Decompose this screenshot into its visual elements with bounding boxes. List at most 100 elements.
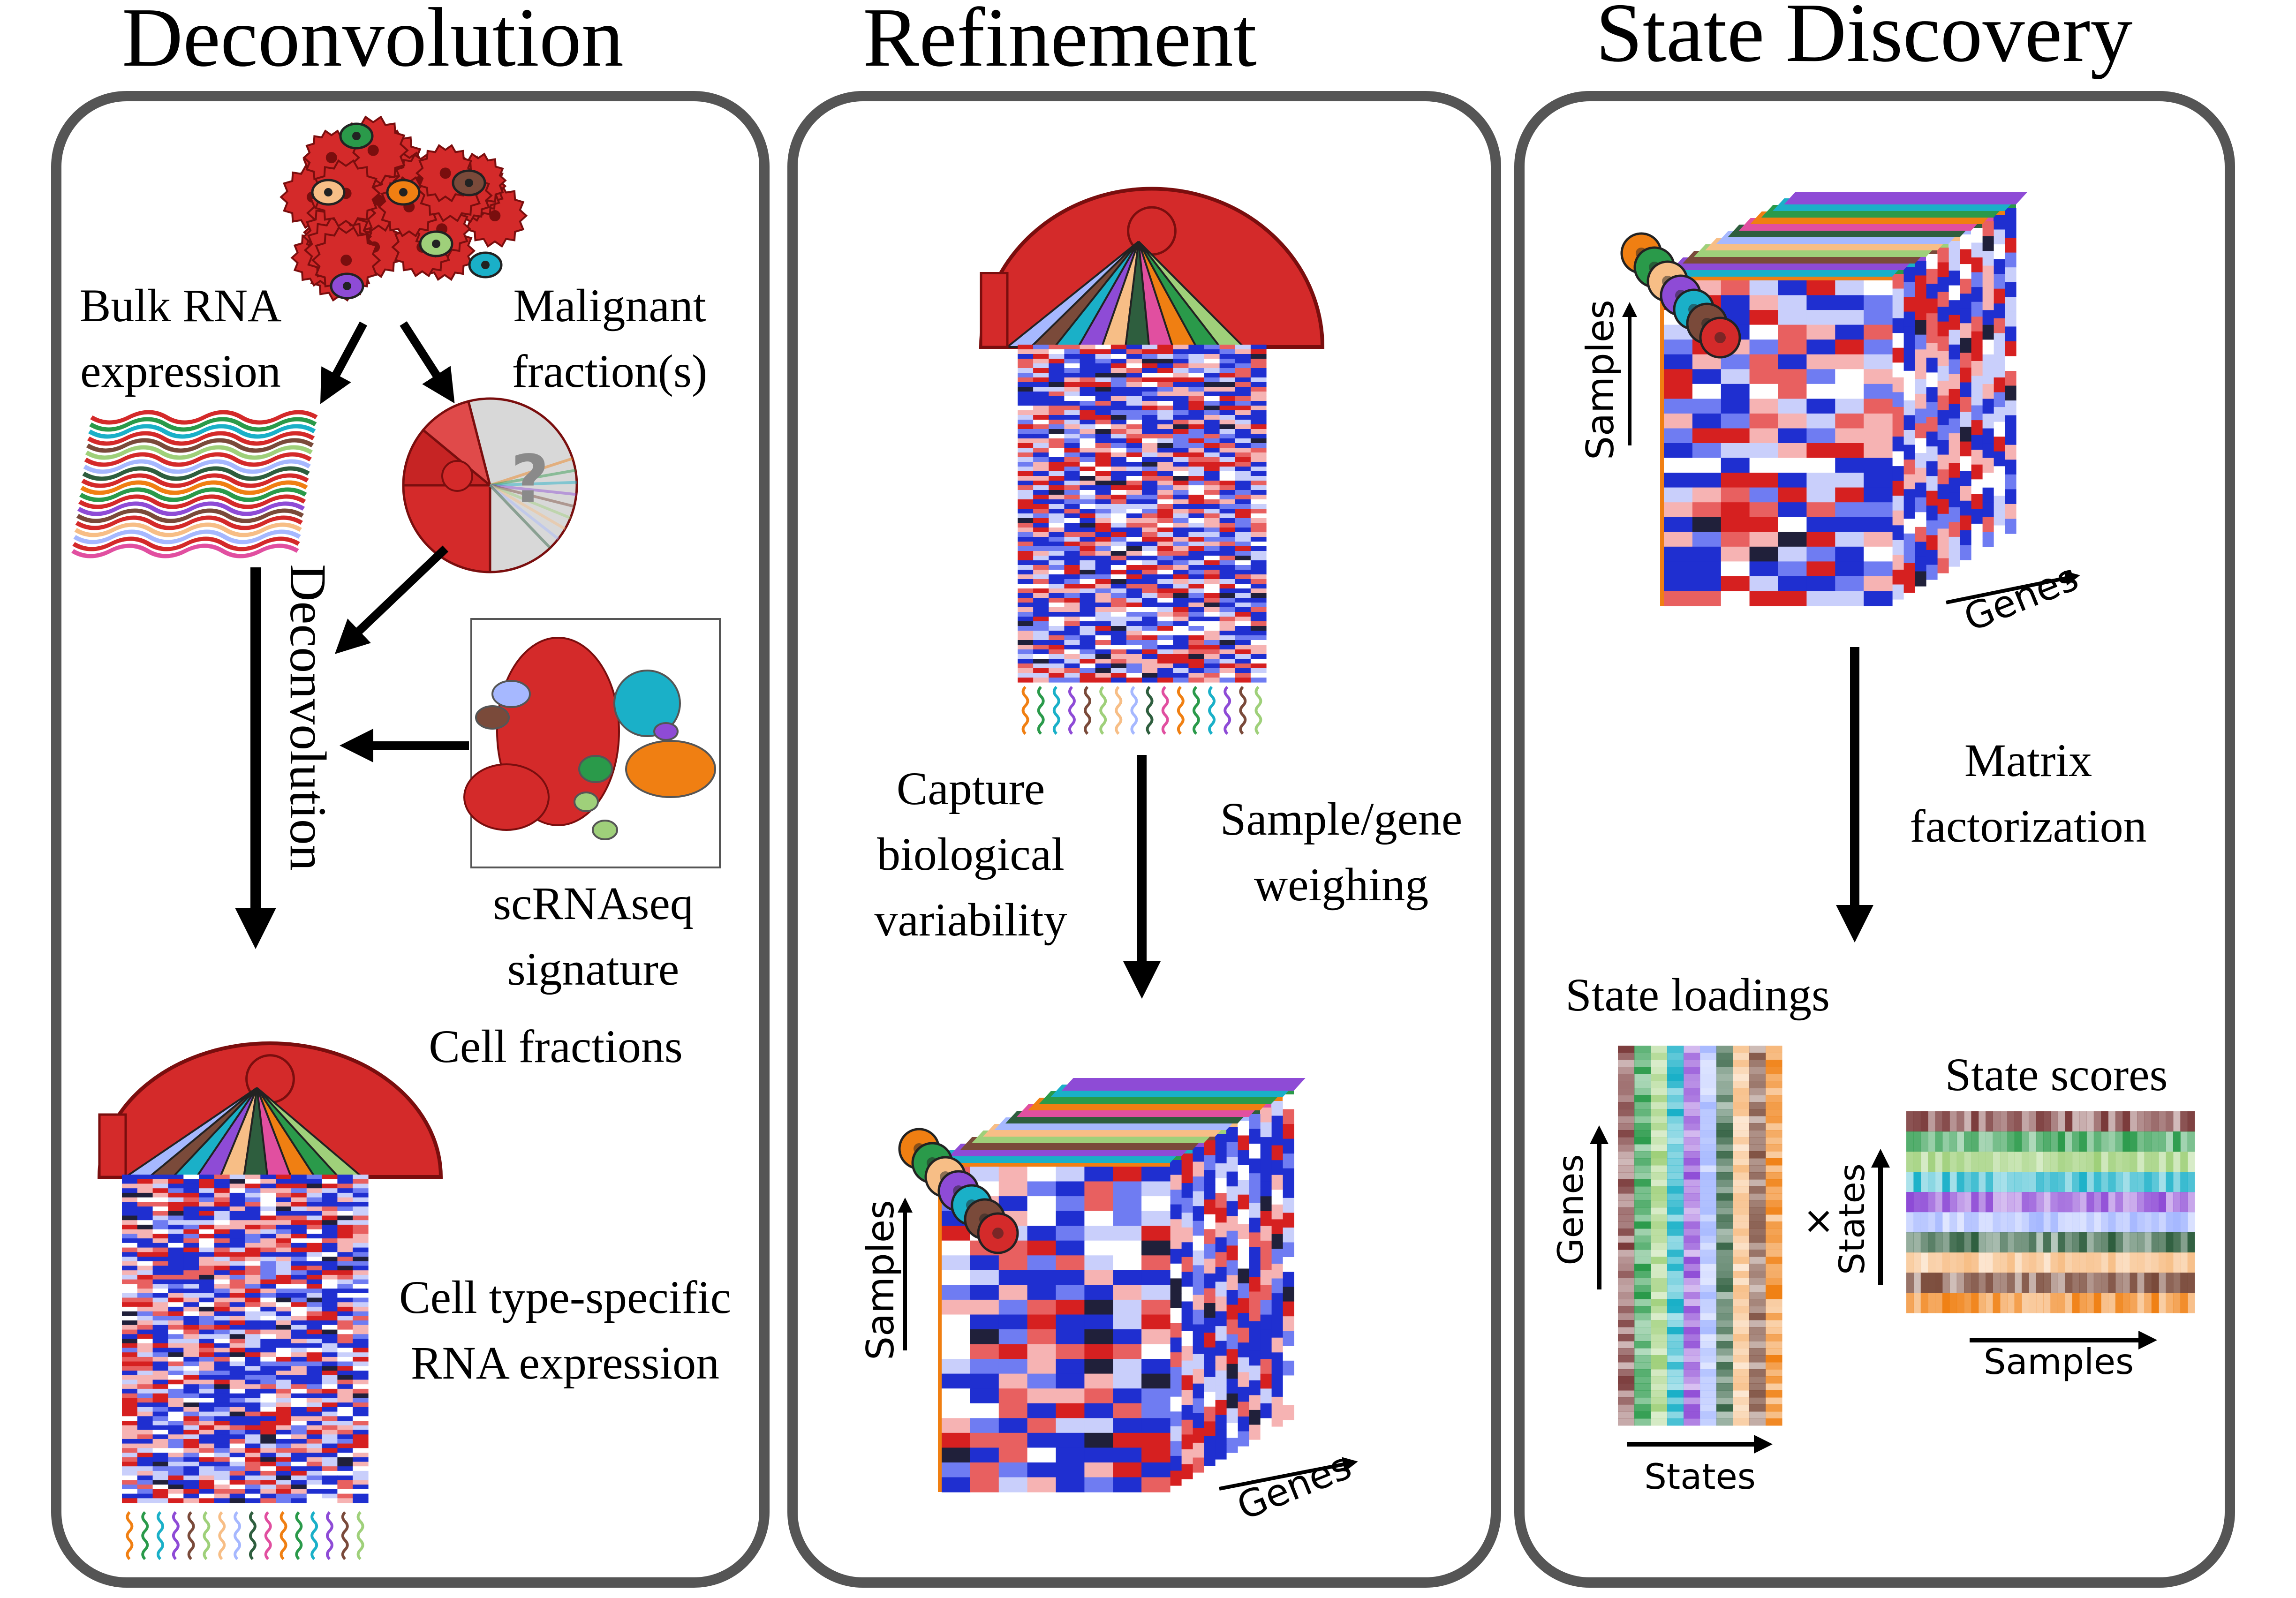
heatmap-cell xyxy=(306,1480,323,1485)
heatmap-cell xyxy=(1064,457,1080,462)
heatmap-cell xyxy=(291,1316,307,1321)
heatmap-cell xyxy=(970,1388,999,1404)
heatmap-cell xyxy=(1049,457,1065,462)
expression-wave xyxy=(172,1511,180,1560)
heatmap-cell xyxy=(1204,551,1220,556)
heatmap-cell xyxy=(1142,481,1158,486)
heatmap-cell xyxy=(322,1402,338,1408)
heatmap-cell xyxy=(1173,612,1189,617)
heatmap-cell xyxy=(183,1379,199,1385)
cell-nucleus xyxy=(352,132,361,140)
heatmap-cell xyxy=(137,1202,153,1207)
heatmap-cell xyxy=(1235,410,1251,415)
heatmap-cell xyxy=(245,1179,261,1184)
heatmap-cell xyxy=(168,1274,184,1280)
heatmap-cell xyxy=(260,1234,276,1239)
cell-fractions-label: Cell fractions xyxy=(429,1020,683,1072)
heatmap-cell xyxy=(1219,532,1236,537)
heatmap-cell xyxy=(1018,645,1034,650)
heatmap-cell xyxy=(276,1421,292,1426)
heatmap-cell xyxy=(152,1466,168,1471)
heatmap-cell xyxy=(1064,429,1080,434)
heatmap-cell xyxy=(1018,649,1034,655)
heatmap-cell xyxy=(1064,631,1080,636)
heatmap-cell xyxy=(199,1371,215,1376)
heatmap-cell xyxy=(1018,359,1034,364)
heatmap-cell xyxy=(1250,476,1267,481)
heatmap-cell xyxy=(1188,504,1205,509)
heatmap-cell xyxy=(1018,617,1034,622)
heatmap-cell xyxy=(1080,588,1096,594)
heatmap-cell xyxy=(137,1311,153,1316)
heatmap-cell xyxy=(1141,1181,1171,1197)
heatmap-cell xyxy=(1219,574,1236,580)
capture-label-line2: biological xyxy=(877,828,1065,880)
heatmap-cell xyxy=(1033,429,1049,434)
deconvolution-vertical-label: Deconvolution xyxy=(279,564,337,871)
heatmap-cell xyxy=(306,1266,323,1271)
heatmap-cell xyxy=(1018,406,1034,411)
heatmap-cell xyxy=(1113,1255,1142,1271)
heatmap-cell xyxy=(1033,452,1049,458)
heatmap-cell xyxy=(260,1257,276,1262)
deconvolution-panel-border xyxy=(51,91,770,1588)
heatmap-cell xyxy=(245,1261,261,1266)
heatmap-cell xyxy=(1126,649,1142,655)
heatmap-cell xyxy=(1219,424,1236,430)
heatmap-cell xyxy=(137,1434,153,1440)
heatmap-cell xyxy=(183,1206,199,1212)
heatmap-cell xyxy=(1049,570,1065,575)
heatmap-cell xyxy=(291,1402,307,1408)
heatmap-cell xyxy=(1064,523,1080,528)
heatmap-cell xyxy=(1142,424,1158,430)
heatmap-cell xyxy=(1080,593,1096,598)
heatmap-cell xyxy=(183,1393,199,1398)
heatmap-cell xyxy=(1188,377,1205,383)
heatmap-cell xyxy=(291,1257,307,1262)
heatmap-cell xyxy=(229,1279,246,1284)
heatmap-cell xyxy=(1095,542,1111,547)
heatmap-cell xyxy=(1080,570,1096,575)
heatmap-cell xyxy=(1173,542,1189,547)
heatmap-cell xyxy=(1204,392,1220,397)
heatmap-cell xyxy=(1095,574,1111,580)
heatmap-cell xyxy=(1095,485,1111,490)
heatmap-cell xyxy=(1142,359,1158,364)
expression-wave xyxy=(1161,686,1169,735)
cell-nucleus xyxy=(367,144,379,156)
state-discovery-title: State Discovery xyxy=(1596,0,2133,79)
heatmap-cell xyxy=(1173,443,1189,448)
heatmap-cell xyxy=(137,1261,153,1266)
heatmap-cell xyxy=(306,1425,323,1430)
heatmap-cell xyxy=(1049,579,1065,584)
heatmap-cell xyxy=(322,1266,338,1271)
heatmap-cell xyxy=(353,1306,369,1312)
heatmap-cell xyxy=(1033,565,1049,570)
heatmap-cell xyxy=(214,1175,230,1180)
heatmap-cell xyxy=(306,1434,323,1440)
heatmap-cell xyxy=(1142,434,1158,439)
heatmap-cell xyxy=(353,1243,369,1248)
heatmap-cell xyxy=(1235,499,1251,505)
heatmap-cell xyxy=(1033,363,1049,369)
heatmap-cell xyxy=(214,1311,230,1316)
heatmap-cell xyxy=(1110,626,1127,631)
heatmap-cell xyxy=(276,1493,292,1499)
heatmap-cell xyxy=(183,1416,199,1421)
heatmap-cell xyxy=(168,1316,184,1321)
heatmap-cell xyxy=(1110,551,1127,556)
heatmap-cell xyxy=(1219,551,1236,556)
heatmap-cell xyxy=(1126,574,1142,580)
heatmap-cell xyxy=(183,1316,199,1321)
heatmap-cell xyxy=(1110,574,1127,580)
heatmap-cell xyxy=(260,1352,276,1357)
heatmap-cell xyxy=(1113,1359,1142,1374)
heatmap-cell xyxy=(1018,377,1034,383)
heatmap-cell xyxy=(1110,448,1127,453)
heatmap-cell xyxy=(168,1261,184,1266)
heatmap-cell xyxy=(152,1306,168,1312)
heatmap-cell xyxy=(168,1234,184,1239)
heatmap-cell xyxy=(1250,546,1267,551)
heatmap-cell xyxy=(168,1475,184,1480)
heatmap-cell xyxy=(1235,349,1251,354)
